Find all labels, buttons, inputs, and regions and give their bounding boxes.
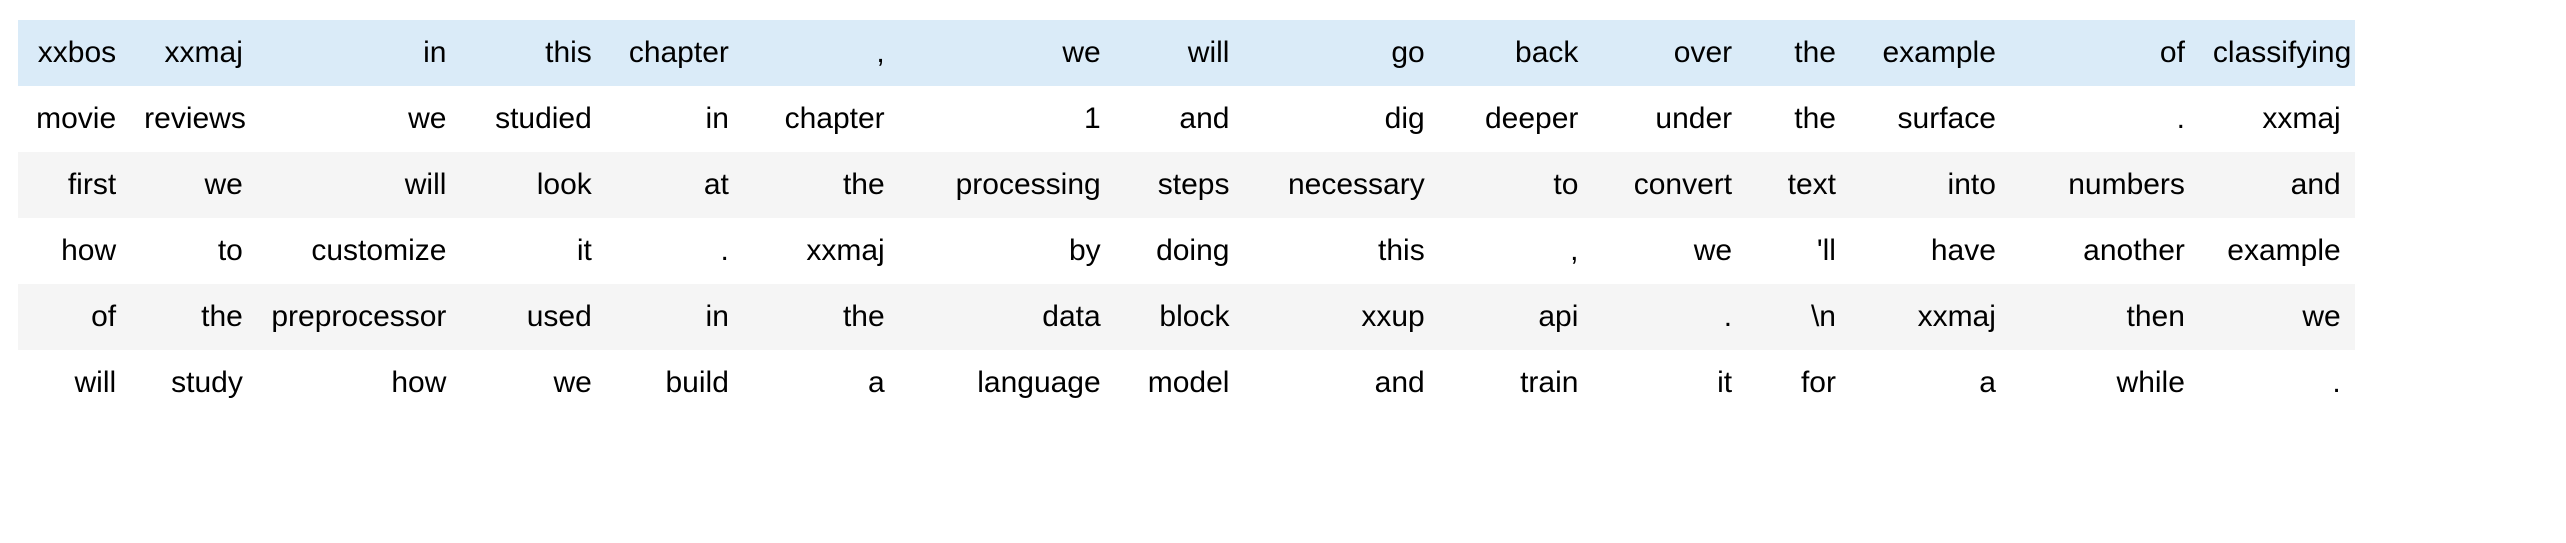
table-cell: we [1592,218,1747,284]
table-cell: chapter [605,20,743,86]
table-cell: will [1114,20,1244,86]
table-cell: classifying [2198,20,2355,86]
table-cell: preprocessor [256,284,461,350]
table-cell: for [1746,350,1850,416]
table-cell: xxmaj [2198,86,2355,152]
table-cell: to [1438,152,1593,218]
table-cell: doing [1114,218,1244,284]
table-cell: reviews [130,86,257,152]
table-cell: and [2198,152,2355,218]
table-cell: will [18,350,131,416]
table-cell: we [256,86,461,152]
table-cell: how [256,350,461,416]
table-cell: build [605,350,743,416]
table-cell: train [1438,350,1593,416]
table-cell: 1 [898,86,1115,152]
table-cell: 'll [1746,218,1850,284]
table-cell: the [1746,20,1850,86]
table-cell: go [1243,20,1439,86]
table-cell: first [18,152,131,218]
table-cell: it [1592,350,1747,416]
table-cell: the [742,284,899,350]
table-cell: \n [1746,284,1850,350]
table-cell: we [2198,284,2355,350]
table-cell: customize [256,218,461,284]
table-cell: deeper [1438,86,1593,152]
table-cell: xxbos [18,20,131,86]
table-cell: model [1114,350,1244,416]
table-cell: xxup [1243,284,1439,350]
table-cell: xxmaj [1849,284,2010,350]
table-cell: steps [1114,152,1244,218]
table-cell: convert [1592,152,1747,218]
table-cell: under [1592,86,1747,152]
table-cell: api [1438,284,1593,350]
table-cell: another [2009,218,2199,284]
table-cell: . [2009,86,2199,152]
table-cell: into [1849,152,2010,218]
table-cell: study [130,350,257,416]
table-cell: xxmaj [742,218,899,284]
table-cell: chapter [742,86,899,152]
table-cell: in [256,20,461,86]
table-cell: xxmaj [130,20,257,86]
table-cell: . [1592,284,1747,350]
table-cell: back [1438,20,1593,86]
table-cell: we [898,20,1115,86]
table-cell: surface [1849,86,2010,152]
table-cell: the [1746,86,1850,152]
table-cell: processing [898,152,1115,218]
table-cell: of [18,284,131,350]
table-cell: and [1243,350,1439,416]
table-cell: , [1438,218,1593,284]
table-cell: at [605,152,743,218]
table-cell: a [742,350,899,416]
table-cell: necessary [1243,152,1439,218]
table-cell: it [460,218,606,284]
table-cell: numbers [2009,152,2199,218]
table-cell: and [1114,86,1244,152]
table-cell: we [130,152,257,218]
table-cell: dig [1243,86,1439,152]
table-cell: while [2009,350,2199,416]
table-cell: the [742,152,899,218]
table-cell: example [2198,218,2355,284]
table-cell: will [256,152,461,218]
table-cell: studied [460,86,606,152]
table-cell: a [1849,350,2010,416]
table-cell: in [605,284,743,350]
table-cell: by [898,218,1115,284]
table-cell: over [1592,20,1747,86]
table-cell: in [605,86,743,152]
table-cell: data [898,284,1115,350]
table-cell: how [18,218,131,284]
table-cell: this [460,20,606,86]
table-cell: have [1849,218,2010,284]
table-cell: , [742,20,899,86]
table-cell: of [2009,20,2199,86]
table-cell: movie [18,86,131,152]
table-cell: block [1114,284,1244,350]
table-cell: . [605,218,743,284]
table-cell: the [130,284,257,350]
table-cell: to [130,218,257,284]
table-cell: . [2198,350,2355,416]
table-cell: used [460,284,606,350]
table-cell: language [898,350,1115,416]
table-cell: we [460,350,606,416]
table-cell: look [460,152,606,218]
table-cell: then [2009,284,2199,350]
table-cell: this [1243,218,1439,284]
table-cell: example [1849,20,2010,86]
table-cell: text [1746,152,1850,218]
